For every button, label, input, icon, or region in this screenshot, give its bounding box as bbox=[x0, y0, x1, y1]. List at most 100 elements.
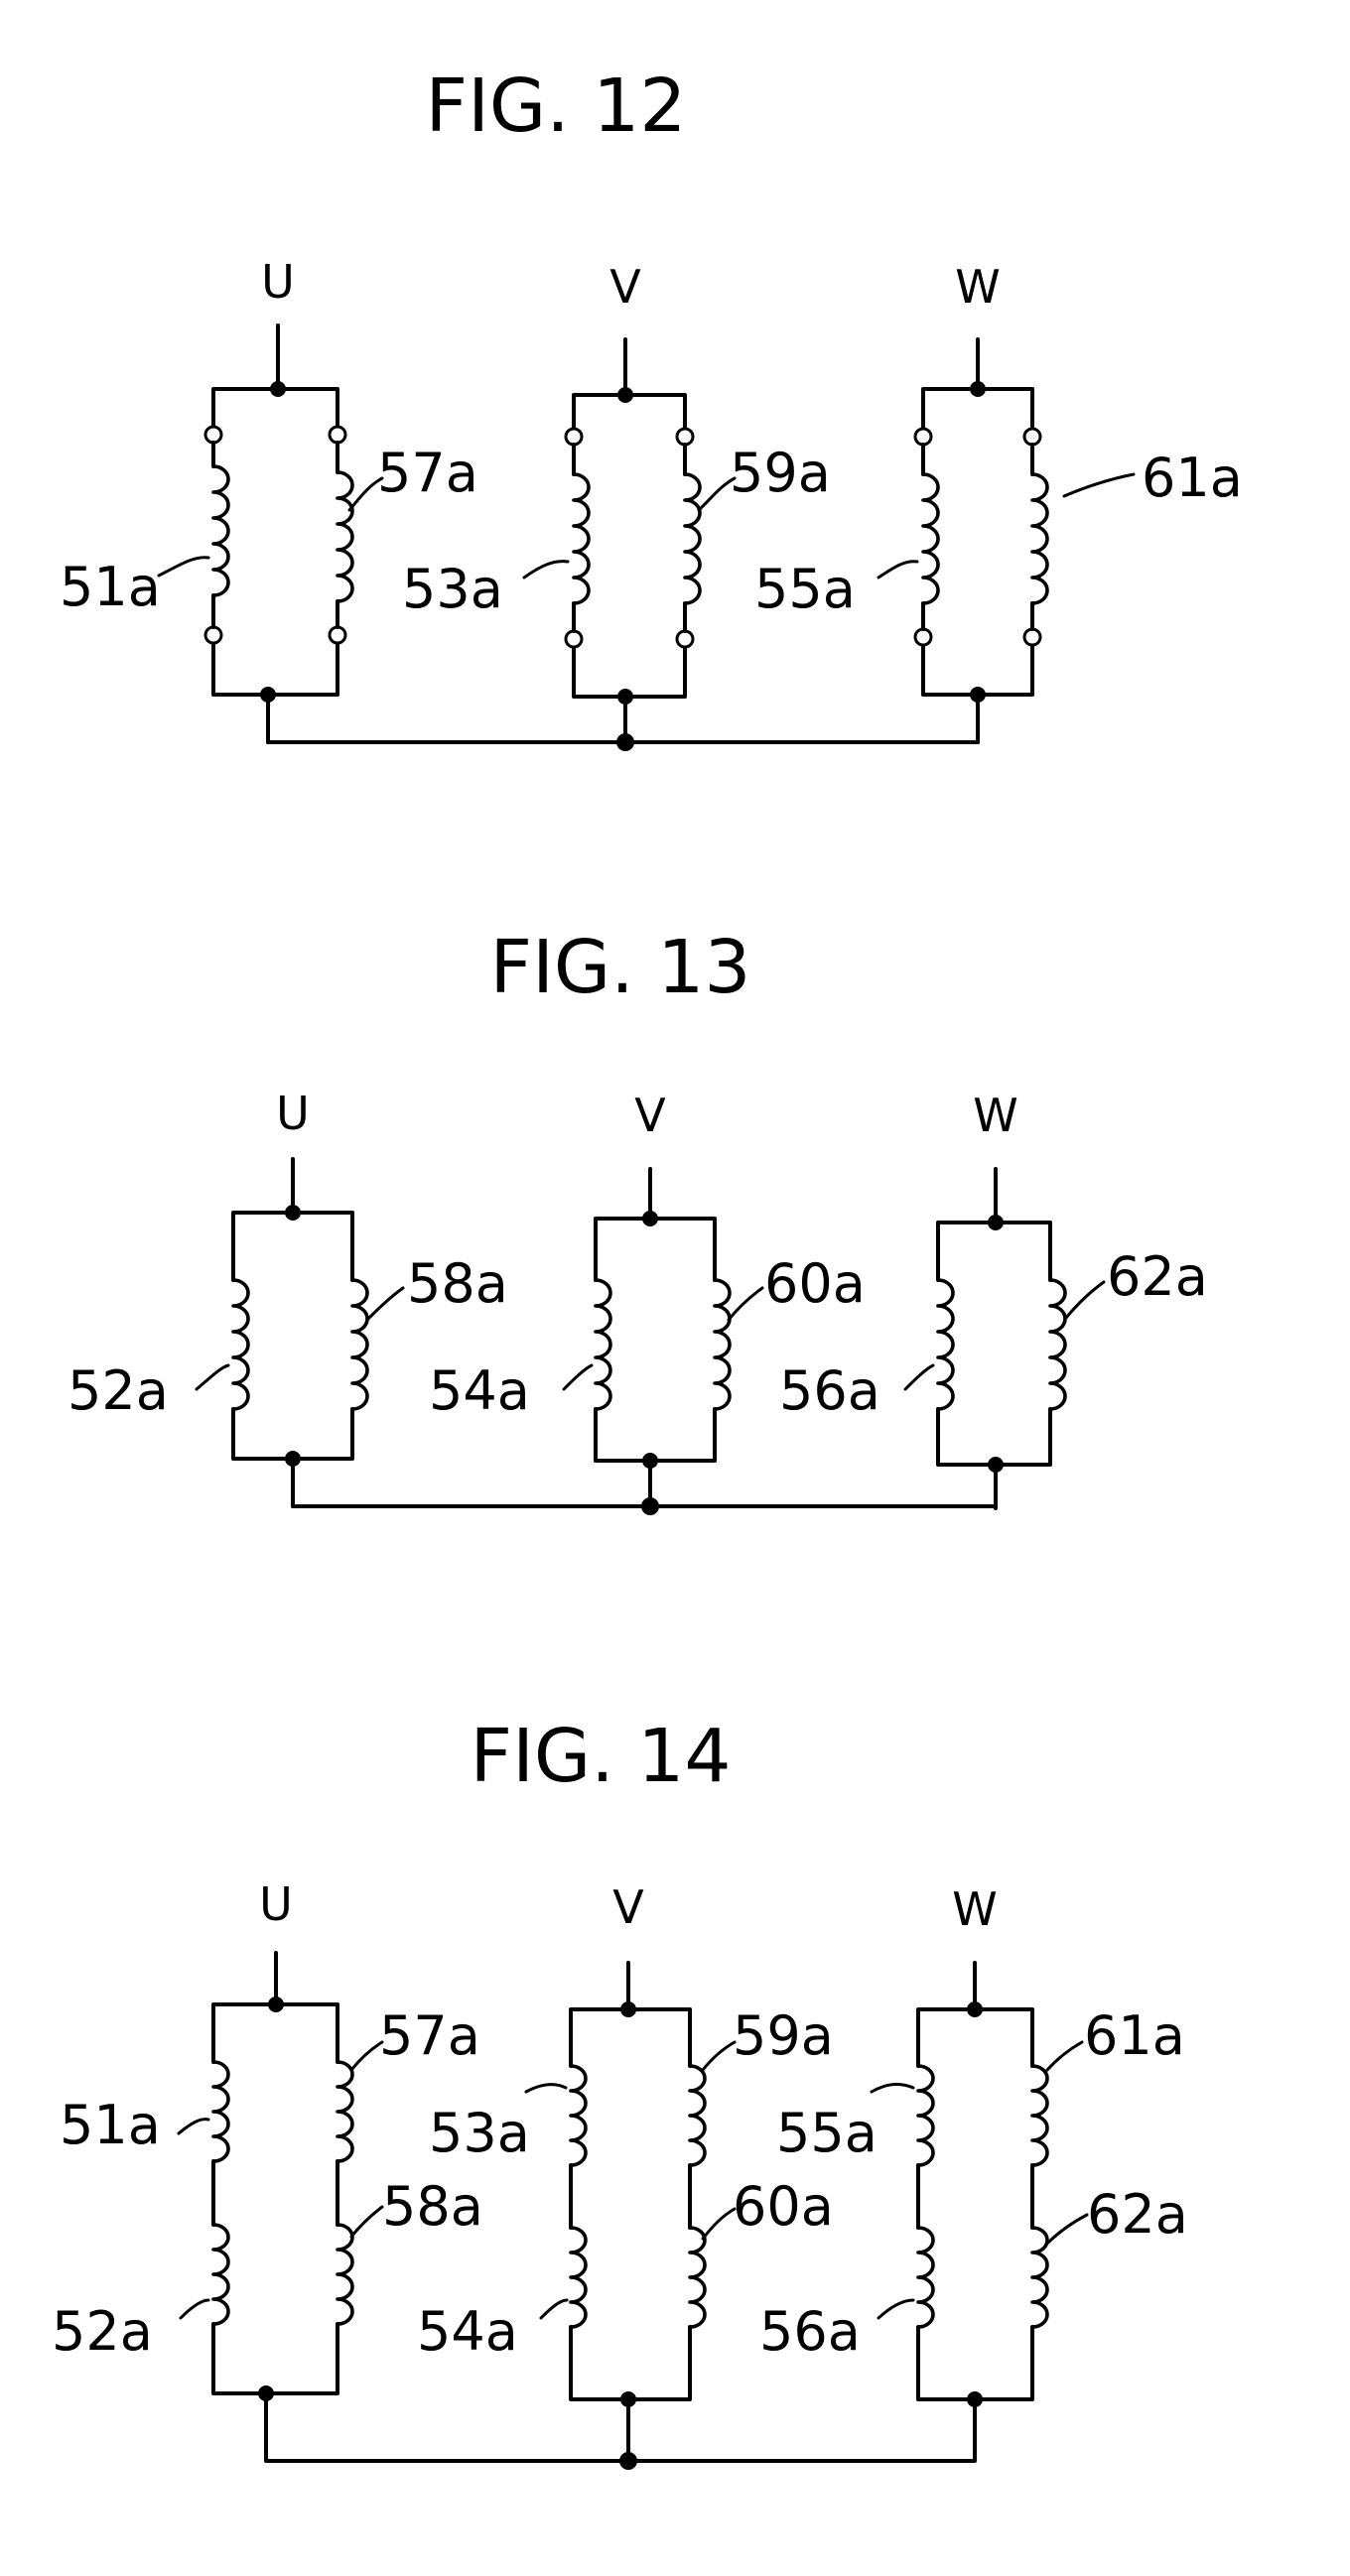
leader-line bbox=[177, 2118, 210, 2135]
leader-line bbox=[539, 2298, 569, 2320]
junction-dot bbox=[970, 381, 986, 397]
junction-dot bbox=[285, 1205, 301, 1221]
label-51a: 51a bbox=[60, 556, 161, 618]
leader-line bbox=[1045, 2040, 1084, 2072]
terminal bbox=[564, 629, 584, 649]
label-52a: 52a bbox=[52, 2300, 153, 2363]
leader-line bbox=[877, 560, 919, 580]
wire bbox=[921, 443, 1034, 631]
coil-61a bbox=[1030, 472, 1049, 605]
phase-v-branch: 53a 59a 54a 60a bbox=[417, 1961, 834, 2448]
neutral-dot bbox=[616, 733, 634, 751]
figure-14: FIG. 14 U V W 51a 57a 52a 58a bbox=[52, 1714, 1188, 2470]
junction-dot bbox=[620, 2001, 636, 2017]
label-61a: 61a bbox=[1142, 447, 1243, 509]
label-56a: 56a bbox=[779, 1359, 880, 1422]
coil-58a bbox=[336, 2223, 354, 2326]
label-58a: 58a bbox=[407, 1252, 508, 1315]
junction-dot bbox=[967, 2391, 983, 2407]
coil-62a bbox=[1048, 1278, 1067, 1411]
coil-52a bbox=[211, 2223, 230, 2326]
phase-u-branch: 51a 57a 52a 58a bbox=[52, 1951, 483, 2445]
leader-line bbox=[179, 2298, 210, 2320]
coil-55a bbox=[921, 472, 940, 605]
junction-dot bbox=[258, 2385, 274, 2401]
junction-dot bbox=[967, 2001, 983, 2017]
leader-line bbox=[524, 2083, 568, 2094]
label-60a: 60a bbox=[764, 1252, 866, 1315]
coil-56a bbox=[916, 2226, 935, 2329]
junction-dot bbox=[970, 687, 986, 703]
phase-label-w: W bbox=[952, 1882, 997, 1936]
phase-label-u: U bbox=[261, 255, 295, 309]
phase-label-u: U bbox=[259, 1877, 293, 1931]
figure-13: FIG. 13 U V W 52a 58a 54a 60a bbox=[68, 925, 1208, 1515]
terminal bbox=[675, 629, 695, 649]
coil-57a bbox=[336, 2060, 354, 2163]
wire bbox=[211, 441, 339, 629]
label-57a: 57a bbox=[379, 2004, 480, 2067]
coil-60a bbox=[713, 1278, 732, 1411]
junction-dot bbox=[270, 381, 286, 397]
junction-dot bbox=[268, 1996, 284, 2012]
label-53a: 53a bbox=[402, 558, 503, 620]
leader-line bbox=[903, 1363, 935, 1391]
leader-line bbox=[877, 2298, 915, 2320]
leader-line bbox=[522, 560, 570, 580]
label-62a: 62a bbox=[1107, 1245, 1208, 1308]
junction-dot bbox=[260, 687, 276, 703]
label-62a: 62a bbox=[1087, 2183, 1188, 2246]
phase-label-w: W bbox=[973, 1089, 1017, 1142]
phase-label-v: V bbox=[634, 1089, 666, 1142]
terminal bbox=[913, 427, 933, 447]
phase-label-u: U bbox=[276, 1087, 310, 1140]
common-bus bbox=[291, 1463, 998, 1508]
label-54a: 54a bbox=[429, 1359, 530, 1422]
neutral-dot bbox=[641, 1497, 659, 1515]
coil-56a bbox=[936, 1278, 955, 1411]
label-52a: 52a bbox=[68, 1359, 169, 1422]
phase-v-branch: 53a 59a bbox=[402, 337, 831, 748]
leader-line bbox=[697, 476, 737, 512]
leader-line bbox=[701, 2207, 737, 2241]
junction-dot bbox=[642, 1211, 658, 1226]
phase-w-branch: 56a 62a bbox=[779, 1167, 1208, 1510]
leader-line bbox=[870, 2083, 915, 2094]
leader-line bbox=[349, 2040, 384, 2072]
junction-dot bbox=[642, 1453, 658, 1469]
leader-line bbox=[347, 476, 384, 512]
leader-line bbox=[1062, 472, 1136, 498]
coil-59a bbox=[688, 2064, 707, 2167]
terminal bbox=[913, 627, 933, 647]
leader-line bbox=[727, 1286, 764, 1322]
label-57a: 57a bbox=[377, 442, 478, 504]
phase-w-branch: 55a 61a bbox=[754, 337, 1243, 744]
neutral-dot bbox=[619, 2452, 637, 2470]
terminal bbox=[1022, 627, 1042, 647]
figure-12-title: FIG. 12 bbox=[426, 64, 687, 149]
figure-13-title: FIG. 13 bbox=[490, 925, 751, 1010]
leader-line bbox=[562, 1363, 594, 1391]
coil-54a bbox=[594, 1278, 612, 1411]
label-55a: 55a bbox=[754, 558, 856, 620]
phase-label-v: V bbox=[612, 1880, 644, 1934]
coil-62a bbox=[1030, 2226, 1049, 2329]
coil-58a bbox=[350, 1278, 369, 1411]
coil-60a bbox=[688, 2226, 707, 2329]
terminal bbox=[328, 625, 347, 645]
label-59a: 59a bbox=[733, 2004, 834, 2067]
label-59a: 59a bbox=[730, 442, 831, 504]
terminal bbox=[675, 427, 695, 447]
coil-61a bbox=[1030, 2064, 1049, 2167]
junction-dot bbox=[988, 1215, 1004, 1230]
label-58a: 58a bbox=[382, 2175, 483, 2238]
label-61a: 61a bbox=[1084, 2004, 1185, 2067]
terminal bbox=[1022, 427, 1042, 447]
leader-line bbox=[157, 556, 210, 578]
leader-line bbox=[195, 1363, 230, 1391]
coil-51a bbox=[211, 2060, 230, 2163]
coil-55a bbox=[916, 2064, 935, 2167]
wire bbox=[569, 1961, 692, 2448]
label-56a: 56a bbox=[759, 2300, 861, 2363]
